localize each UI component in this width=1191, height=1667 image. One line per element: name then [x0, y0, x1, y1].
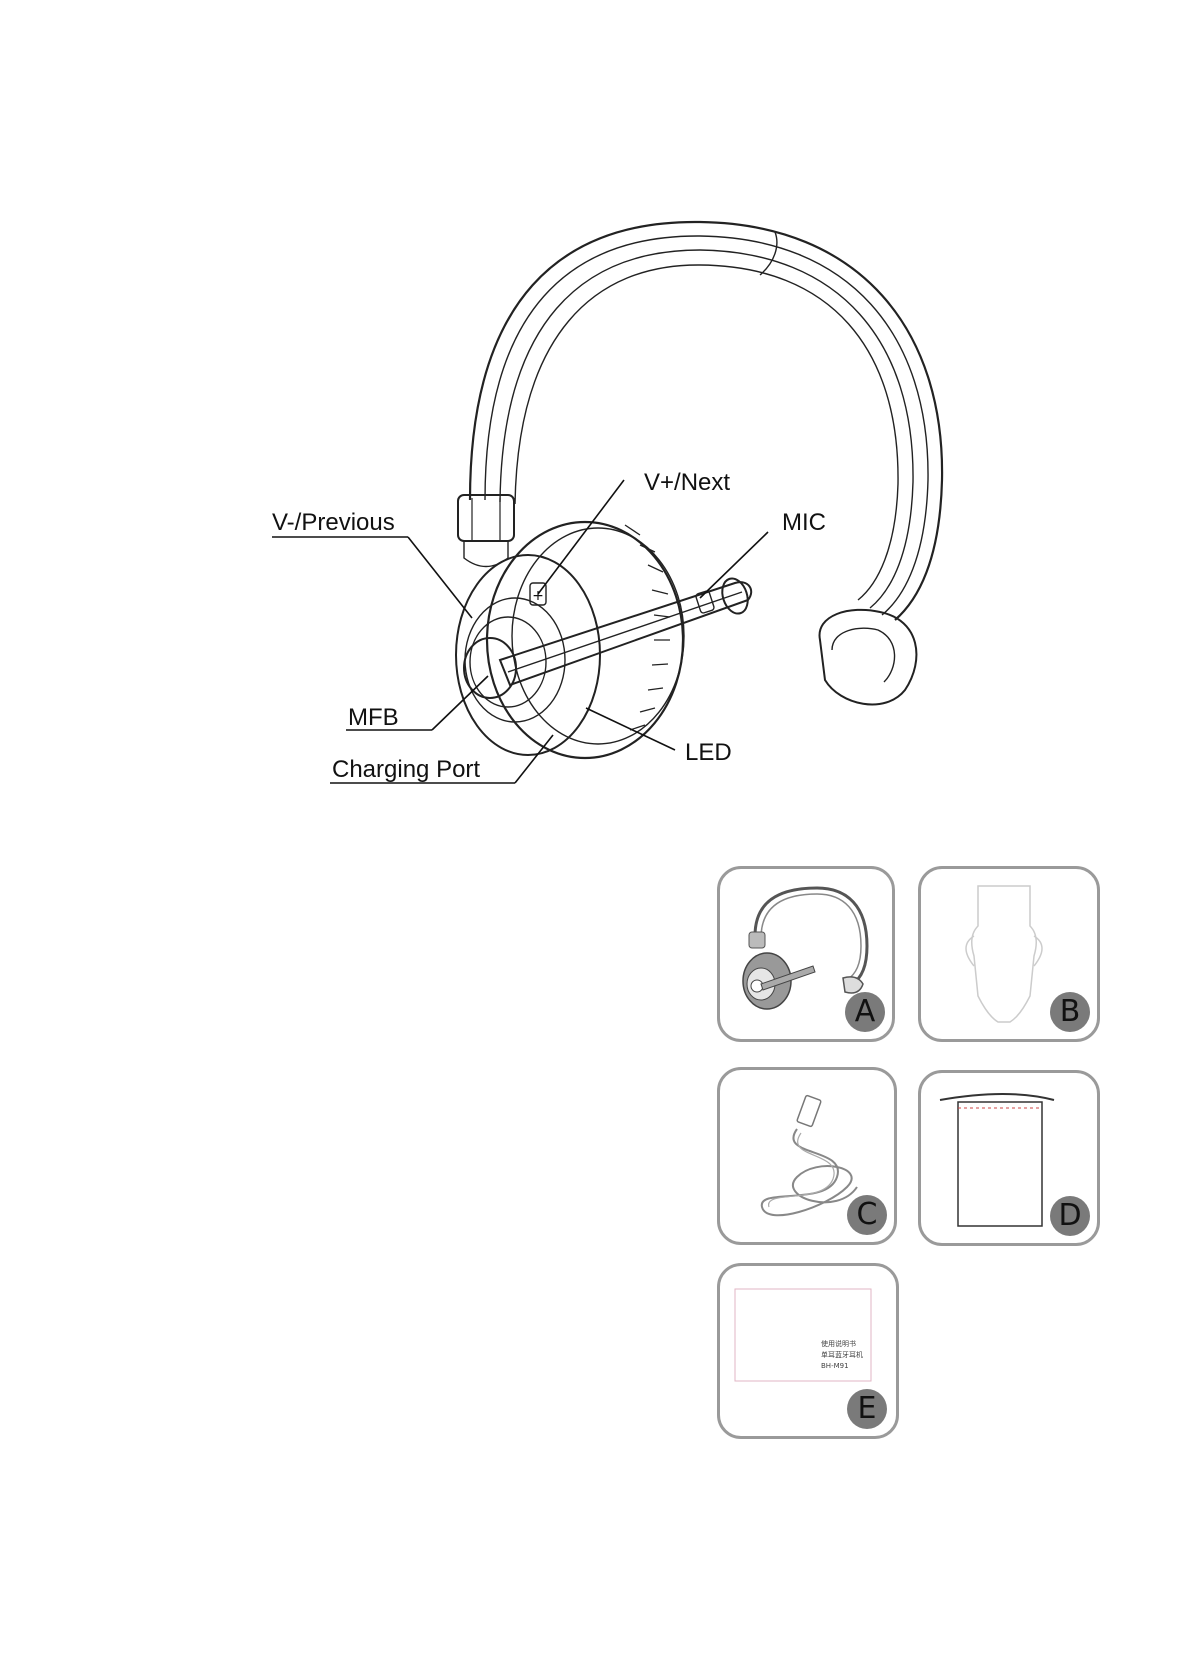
label-v-minus-previous: V-/Previous [272, 509, 395, 536]
label-led: LED [685, 739, 732, 766]
package-item-d: D [918, 1070, 1100, 1246]
earcup: + [456, 522, 684, 758]
badge-c: C [847, 1195, 887, 1235]
badge-d: D [1050, 1196, 1090, 1236]
package-item-e: 使用说明书 单耳蓝牙耳机 BH-M91 E [717, 1263, 899, 1439]
package-item-a: A [717, 866, 895, 1042]
headband [458, 222, 942, 705]
manual-line-2: 单耳蓝牙耳机 [821, 1350, 863, 1361]
package-item-b: B [918, 866, 1100, 1042]
badge-b: B [1050, 992, 1090, 1032]
label-v-plus-next: V+/Next [644, 469, 730, 496]
plus-glyph: + [532, 588, 544, 604]
package-item-c: C [717, 1067, 897, 1245]
label-charging-port: Charging Port [332, 756, 480, 783]
badge-e: E [847, 1389, 887, 1429]
label-mfb: MFB [348, 704, 399, 731]
badge-a: A [845, 992, 885, 1032]
manual-line-1: 使用说明书 [821, 1339, 863, 1350]
label-mic: MIC [782, 509, 826, 536]
manual-line-3: BH-M91 [821, 1361, 863, 1372]
manual-text: 使用说明书 单耳蓝牙耳机 BH-M91 [821, 1339, 863, 1372]
